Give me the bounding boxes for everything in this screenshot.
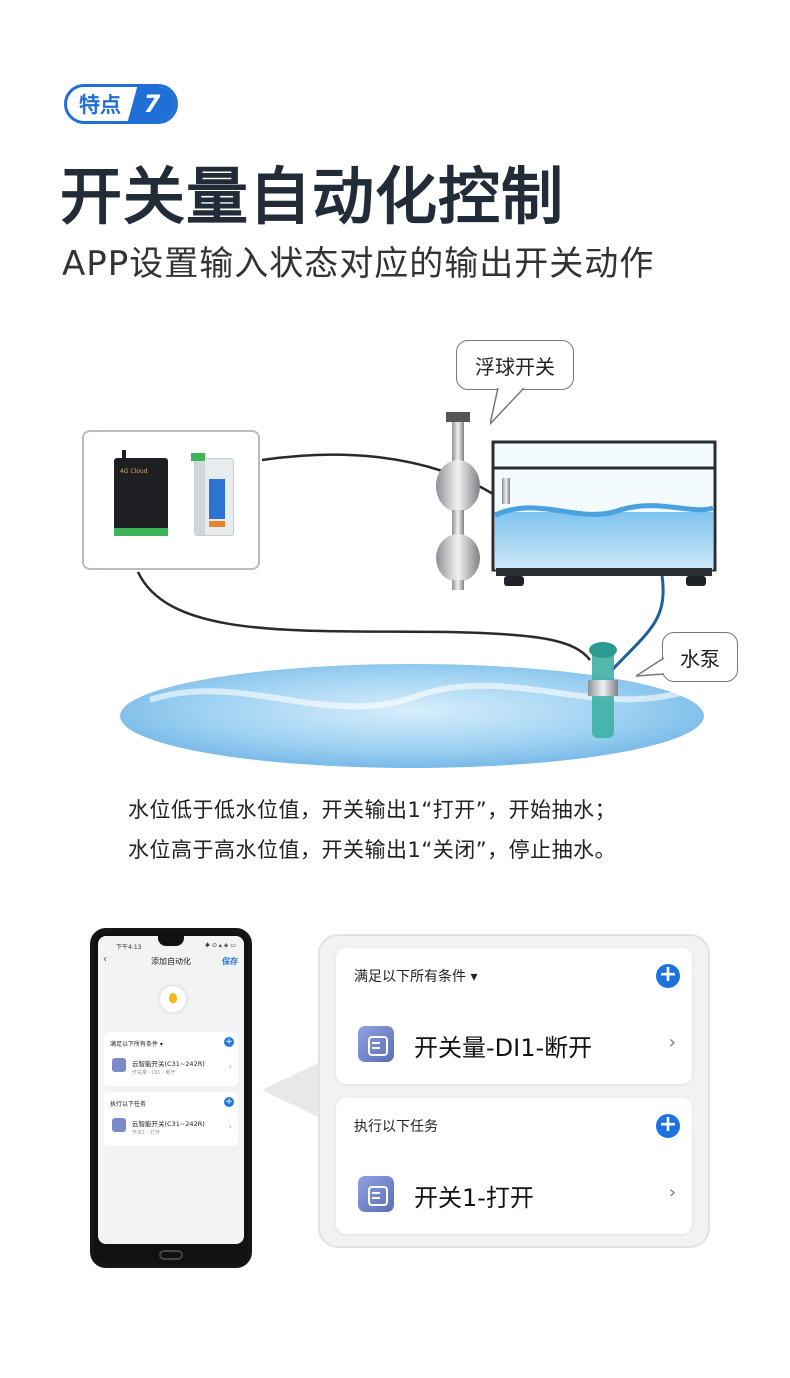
feature-badge: 特点 7 (64, 84, 178, 124)
phone-page-title: 添加自动化 (151, 957, 191, 966)
phone-task-name[interactable]: 云智能开关(C31~242R) (132, 1120, 205, 1128)
badge-label: 特点 (79, 93, 121, 117)
relay-module-device (191, 453, 234, 536)
phone-screen: 下午4:13 ✱ ⊙ ▴ ◈ ▭ ‹ 添加自动化 保存 满足以下所有条件 ▾ +… (98, 936, 244, 1244)
diagram-drawing (120, 412, 717, 768)
condition-header: 满足以下所有条件 ▾ (354, 969, 478, 985)
controller-device-box: 4G Cloud (82, 430, 260, 570)
switch-icon (358, 1176, 394, 1212)
status-time: 下午4:13 (116, 944, 142, 951)
condition-item[interactable]: 开关量-DI1-断开 (414, 1034, 593, 1062)
note-line-2: 水位高于高水位值，开关输出1“关闭”，停止抽水。 (128, 838, 617, 862)
float-callout-tail (490, 388, 525, 426)
status-icons: ✱ ⊙ ▴ ◈ ▭ (205, 942, 236, 949)
condition-card: 满足以下所有条件 ▾ + 开关量-DI1-断开 › (336, 948, 692, 1084)
bulb-icon[interactable] (160, 986, 186, 1012)
chevron-right-icon[interactable]: › (668, 1032, 676, 1053)
add-condition-button[interactable]: + (656, 964, 680, 988)
phone-cond-sub: 开关量 - DI1 - 断开 (132, 1070, 176, 1076)
water-pool (120, 664, 704, 768)
phone-cond-header: 满足以下所有条件 ▾ (110, 1041, 163, 1048)
pump-callout-tail (636, 657, 665, 677)
back-icon[interactable]: ‹ (103, 954, 107, 965)
float-switch-callout: 浮球开关 (456, 340, 574, 390)
task-card: 执行以下任务 + 开关1-打开 › (336, 1098, 692, 1234)
phone-cond-name[interactable]: 云智能开关(C31~242R) (132, 1060, 205, 1068)
task-item[interactable]: 开关1-打开 (414, 1184, 534, 1212)
add-task-button[interactable]: + (656, 1114, 680, 1138)
phone-task-card: 执行以下任务 + 云智能开关(C31~242R) 开关1 - 打开 › (104, 1092, 238, 1146)
task-header: 执行以下任务 (354, 1119, 438, 1135)
note-line-1: 水位低于低水位值，开关输出1“打开”，开始抽水； (128, 798, 617, 822)
panel-pointer (262, 1062, 320, 1118)
add-condition-icon[interactable]: + (224, 1037, 234, 1047)
pump-callout: 水泵 (662, 632, 738, 682)
phone-mockup: 下午4:13 ✱ ⊙ ▴ ◈ ▭ ‹ 添加自动化 保存 满足以下所有条件 ▾ +… (90, 928, 252, 1268)
cable-to-pump (136, 571, 591, 661)
switch-icon (112, 1118, 126, 1132)
switch-icon (358, 1026, 394, 1062)
device-label: 4G Cloud (120, 468, 148, 475)
page-subtitle: APP设置输入状态对应的输出开关动作 (62, 244, 655, 284)
home-button[interactable] (159, 1250, 183, 1260)
chevron-right-icon[interactable]: › (228, 1062, 232, 1071)
switch-icon (112, 1058, 126, 1072)
cloud-controller-device: 4G Cloud (114, 450, 168, 536)
pipe-pump-tank (610, 574, 665, 672)
badge-number: 7 (127, 87, 175, 121)
phone-task-sub: 开关1 - 打开 (132, 1130, 161, 1136)
chevron-right-icon[interactable]: › (668, 1182, 676, 1203)
chevron-right-icon[interactable]: › (228, 1122, 232, 1131)
page-title: 开关量自动化控制 (60, 160, 565, 233)
phone-task-header: 执行以下任务 (110, 1101, 147, 1108)
add-task-icon[interactable]: + (224, 1097, 234, 1107)
zoomed-automation-panel: 满足以下所有条件 ▾ + 开关量-DI1-断开 › 执行以下任务 + 开关1-打… (318, 934, 710, 1248)
phone-condition-card: 满足以下所有条件 ▾ + 云智能开关(C31~242R) 开关量 - DI1 -… (104, 1032, 238, 1086)
save-button[interactable]: 保存 (222, 957, 238, 966)
